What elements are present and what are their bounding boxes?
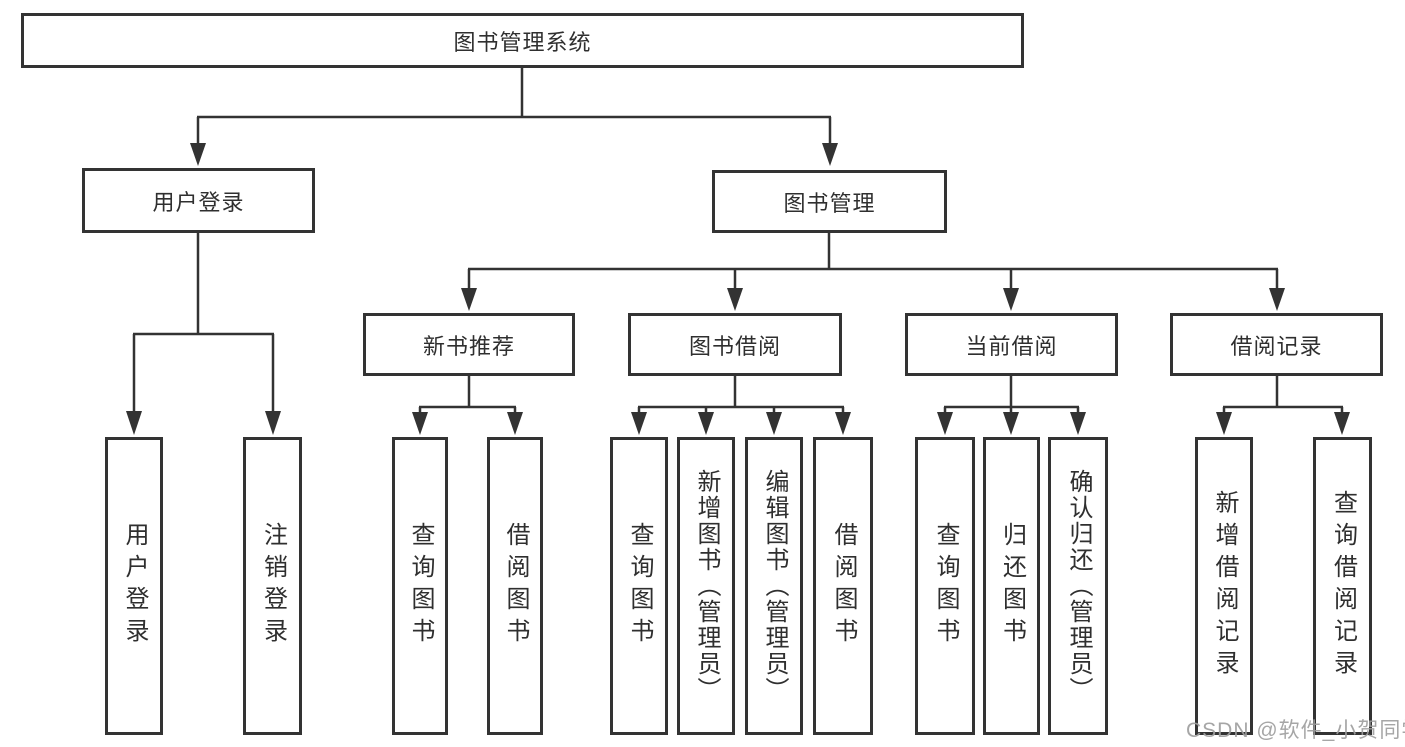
- arrow-down-icon: [507, 412, 523, 435]
- node-label: 借阅图书: [830, 522, 857, 650]
- node-label: 查询图书: [626, 522, 653, 650]
- arrow-down-icon: [727, 288, 743, 311]
- node-label: 新增借阅记录: [1211, 490, 1238, 682]
- leaf-query-books-borrow: 查询图书: [610, 437, 668, 735]
- leaf-confirm-return-admin: 确认归还（管理员）: [1048, 437, 1108, 735]
- node-label: 查询借阅记录: [1329, 490, 1357, 682]
- arrow-down-icon: [698, 412, 714, 435]
- node-label: 查询图书: [932, 522, 959, 650]
- node-current-borrowing: 当前借阅: [905, 313, 1118, 376]
- node-label: 确认归还（管理员）: [1065, 469, 1092, 703]
- leaf-add-book-admin: 新增图书（管理员）: [677, 437, 735, 735]
- node-label: 新增图书（管理员）: [693, 469, 720, 703]
- leaf-borrow-books: 借阅图书: [813, 437, 873, 735]
- csdn-watermark: CSDN @软件_小贺同学: [1186, 719, 1405, 742]
- arrow-down-icon: [1334, 412, 1350, 435]
- leaf-query-books-current: 查询图书: [915, 437, 975, 735]
- leaf-return-book: 归还图书: [983, 437, 1040, 735]
- arrow-down-icon: [1216, 412, 1232, 435]
- arrow-down-icon: [631, 412, 647, 435]
- arrow-down-icon: [1003, 412, 1019, 435]
- arrow-down-icon: [461, 288, 477, 311]
- node-book-management: 图书管理: [712, 170, 947, 233]
- arrowheads: [126, 143, 1350, 435]
- node-label: 图书借阅: [688, 333, 781, 359]
- leaf-borrow-books-recommend: 借阅图书: [487, 437, 543, 735]
- leaf-edit-book-admin: 编辑图书（管理员）: [745, 437, 803, 735]
- arrow-down-icon: [1003, 288, 1019, 311]
- node-label: 新书推荐: [422, 333, 515, 359]
- arrow-down-icon: [822, 143, 838, 166]
- node-label: 图书管理: [783, 190, 876, 216]
- node-label: 用户登录: [152, 189, 245, 215]
- node-borrowing-records: 借阅记录: [1170, 313, 1383, 376]
- arrow-down-icon: [1070, 412, 1086, 435]
- node-book-borrowing: 图书借阅: [628, 313, 842, 376]
- leaf-add-borrow-record: 新增借阅记录: [1195, 437, 1253, 735]
- tree-edges: [132, 68, 1344, 413]
- arrow-down-icon: [126, 411, 142, 435]
- node-label: 用户登录: [121, 522, 148, 650]
- arrow-down-icon: [265, 411, 281, 435]
- node-label: 借阅图书: [502, 522, 529, 650]
- node-user-login: 用户登录: [82, 168, 315, 233]
- node-label: 图书管理系统: [453, 29, 592, 55]
- leaf-query-borrow-record: 查询借阅记录: [1313, 437, 1372, 735]
- arrow-down-icon: [835, 412, 851, 435]
- arrow-down-icon: [190, 143, 206, 166]
- node-library-management-system: 图书管理系统: [21, 13, 1024, 68]
- leaf-user-login: 用户登录: [105, 437, 163, 735]
- node-label: 注销登录: [259, 522, 287, 650]
- node-label: 编辑图书（管理员）: [761, 469, 788, 703]
- node-label: 归还图书: [998, 522, 1026, 650]
- leaf-query-books-recommend: 查询图书: [392, 437, 448, 735]
- node-label: 借阅记录: [1230, 333, 1323, 359]
- arrow-down-icon: [766, 412, 782, 435]
- node-label: 当前借阅: [965, 333, 1058, 359]
- node-new-book-recommend: 新书推荐: [363, 313, 575, 376]
- arrow-down-icon: [1269, 288, 1285, 311]
- arrow-down-icon: [937, 412, 953, 435]
- arrow-down-icon: [412, 412, 428, 435]
- leaf-logout: 注销登录: [243, 437, 302, 735]
- node-label: 查询图书: [407, 522, 434, 650]
